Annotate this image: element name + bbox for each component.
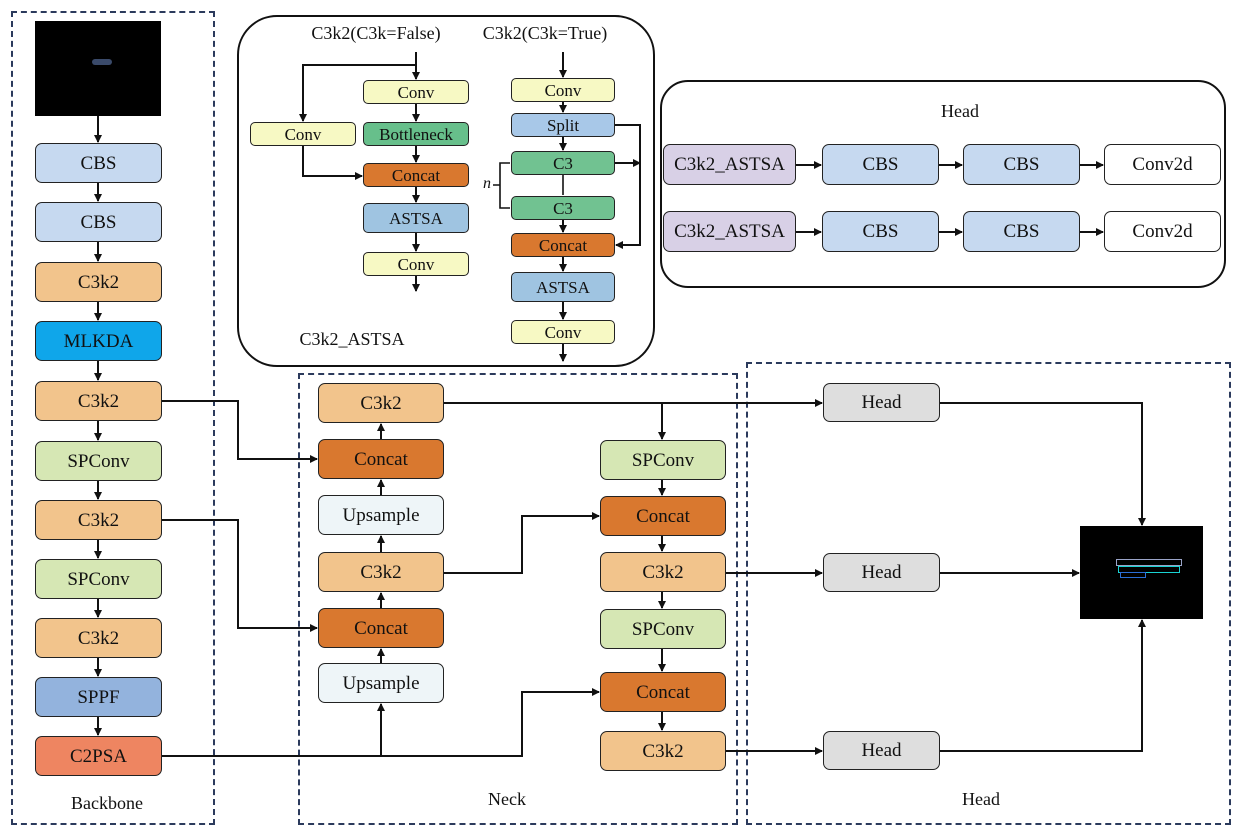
backbone-c3k2-2: C3k2: [35, 381, 162, 421]
false-astsa: ASTSA: [363, 203, 469, 233]
head-block-1: Head: [823, 383, 940, 422]
false-concat: Concat: [363, 163, 469, 187]
c3k2-astsa-label: C3k2_ASTSA: [299, 329, 405, 349]
head-detail-row2-cbs-2: CBS: [963, 211, 1080, 252]
head-detail-row2-conv2d: Conv2d: [1104, 211, 1221, 252]
true-conv-top: Conv: [511, 78, 615, 102]
c3k-false-title: C3k2(C3k=False): [311, 23, 441, 43]
neck-right-concat-2: Concat: [600, 672, 726, 712]
backbone-mlkda: MLKDA: [35, 321, 162, 361]
backbone-spconv-2: SPConv: [35, 559, 162, 599]
head-detail-row1-cbs-2: CBS: [963, 144, 1080, 185]
head-detail-frame: [660, 80, 1226, 288]
false-conv-side: Conv: [250, 122, 356, 146]
repeat-n-label: n: [483, 175, 491, 192]
backbone-cbs-1: CBS: [35, 143, 162, 183]
false-bottleneck: Bottleneck: [363, 122, 469, 146]
neck-right-concat-1: Concat: [600, 496, 726, 536]
false-conv-top: Conv: [363, 80, 469, 104]
true-split: Split: [511, 113, 615, 137]
c3k2-astsa-frame: [237, 15, 655, 367]
head-section-frame: [746, 362, 1231, 825]
true-c3-2: C3: [511, 196, 615, 220]
output-detection-box: [1116, 559, 1182, 566]
head-detail-title: Head: [941, 101, 979, 121]
head-block-2: Head: [823, 553, 940, 592]
backbone-c3k2-4: C3k2: [35, 618, 162, 658]
head-detail-row2-c3k2-astsa: C3k2_ASTSA: [663, 211, 796, 252]
true-astsa: ASTSA: [511, 272, 615, 302]
backbone-label: Backbone: [71, 793, 143, 813]
output-detection-box: [1120, 572, 1146, 578]
backbone-spconv-1: SPConv: [35, 441, 162, 481]
neck-right-c3k2-2: C3k2: [600, 731, 726, 771]
backbone-c3k2-1: C3k2: [35, 262, 162, 302]
neck-right-spconv-1: SPConv: [600, 440, 726, 480]
true-c3-1: C3: [511, 151, 615, 175]
output-detection-box: [1118, 566, 1180, 573]
neck-left-concat-2: Concat: [318, 608, 444, 648]
input-image: [35, 21, 161, 116]
false-conv-bottom: Conv: [363, 252, 469, 276]
neck-right-c3k2-1: C3k2: [600, 552, 726, 592]
head-detail-row1-conv2d: Conv2d: [1104, 144, 1221, 185]
head-detail-row1-c3k2-astsa: C3k2_ASTSA: [663, 144, 796, 185]
true-conv-bottom: Conv: [511, 320, 615, 344]
neck-left-c3k2-top: C3k2: [318, 383, 444, 423]
neck-label: Neck: [488, 789, 526, 809]
neck-right-spconv-2: SPConv: [600, 609, 726, 649]
backbone-cbs-2: CBS: [35, 202, 162, 242]
neck-left-concat-1: Concat: [318, 439, 444, 479]
output-image: [1080, 526, 1203, 619]
neck-left-upsample-2: Upsample: [318, 663, 444, 703]
head-detail-row1-cbs-1: CBS: [822, 144, 939, 185]
backbone-sppf: SPPF: [35, 677, 162, 717]
head-detail-row2-cbs-1: CBS: [822, 211, 939, 252]
backbone-c3k2-3: C3k2: [35, 500, 162, 540]
backbone-c2psa: C2PSA: [35, 736, 162, 776]
neck-left-c3k2-mid: C3k2: [318, 552, 444, 592]
c3k-true-title: C3k2(C3k=True): [482, 23, 608, 43]
input-image-object: [92, 59, 112, 65]
head-block-3: Head: [823, 731, 940, 770]
head-section-label: Head: [962, 789, 1000, 809]
true-concat: Concat: [511, 233, 615, 257]
neck-left-upsample-1: Upsample: [318, 495, 444, 535]
